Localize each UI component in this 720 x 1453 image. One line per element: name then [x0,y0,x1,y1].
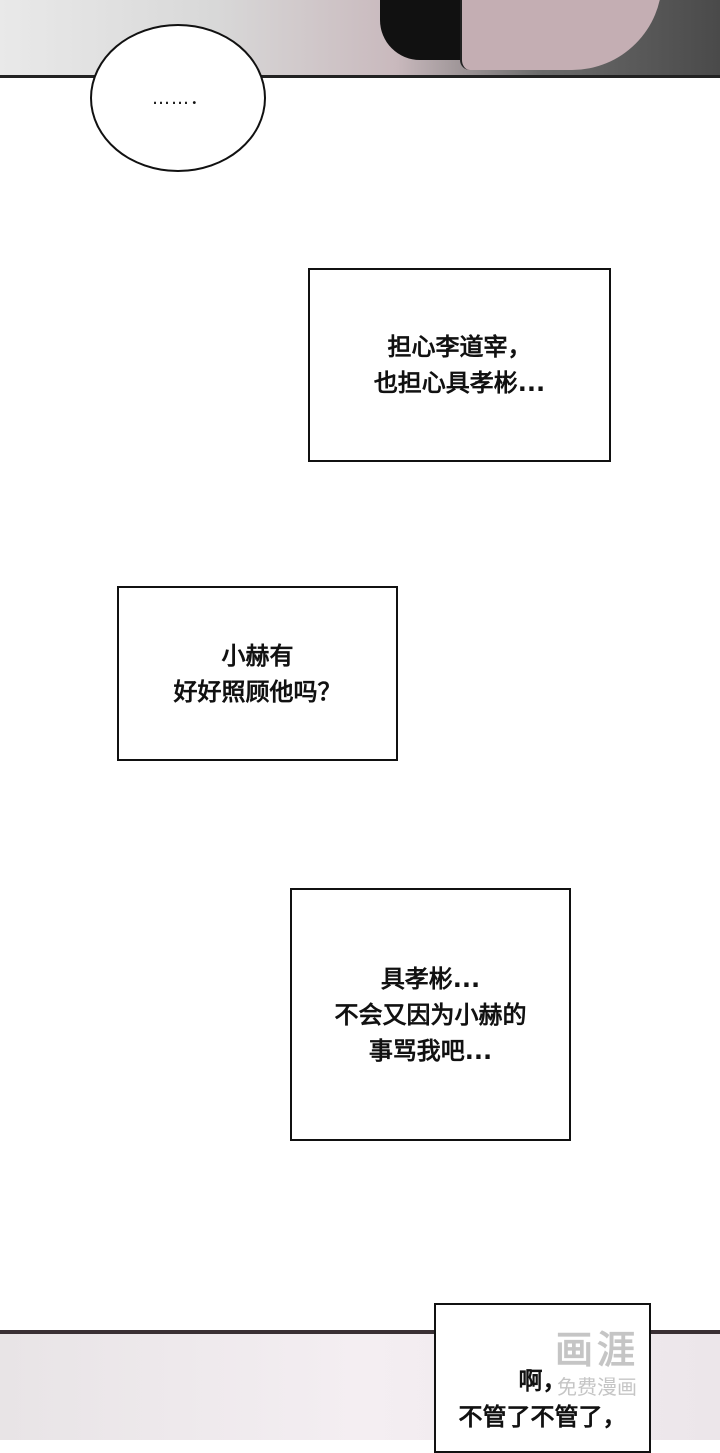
caption-line: 不会又因为小赫的 [334,1000,527,1029]
speech-bubble-text: ……． [152,88,209,109]
skin-shape [460,0,662,70]
caption-line: 担心李道宰， [387,333,532,361]
caption-box-4: 啊， 不管了不管了， [434,1303,651,1453]
caption-box-3: 具孝彬... 不会又因为小赫的 事骂我吧... [290,888,571,1141]
caption-line: 好好照顾他吗？ [173,677,342,706]
caption-box-1: 担心李道宰， 也担心具孝彬... [308,268,611,462]
caption-line: 小赫有 [221,641,294,670]
caption-line: 也担心具孝彬... [373,369,546,397]
caption-box-2: 小赫有 好好照顾他吗？ [117,586,398,761]
caption-line: 啊， [518,1367,567,1395]
speech-bubble: ……． [90,24,266,172]
caption-line: 事骂我吧... [368,1036,493,1065]
caption-line: 具孝彬... [380,964,481,993]
caption-line: 不管了不管了， [458,1403,627,1431]
